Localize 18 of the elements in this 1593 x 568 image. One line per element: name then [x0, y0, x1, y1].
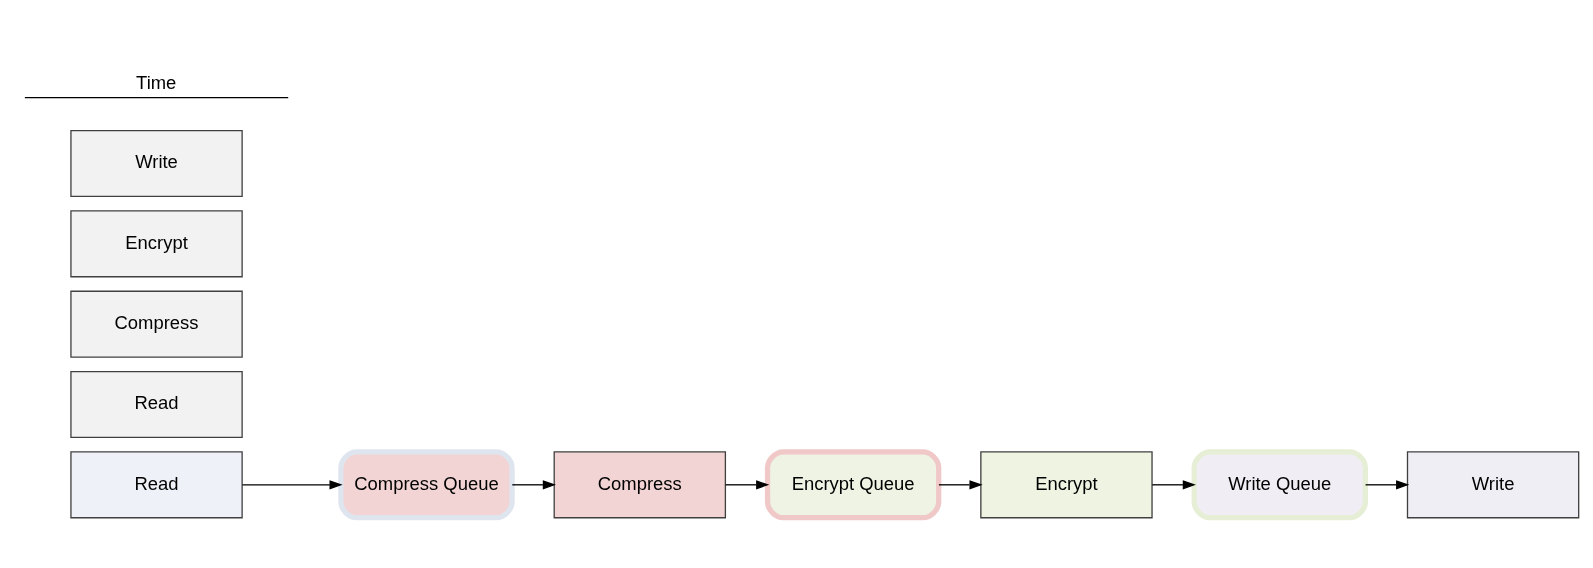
label: Time: [136, 71, 177, 93]
arrow: [724, 480, 770, 490]
node-box: Compress Queue: [338, 449, 515, 521]
node-box: Encrypt: [980, 451, 1153, 519]
node-box: Compress: [553, 451, 727, 519]
arrow: [1364, 480, 1410, 490]
node-box: Encrypt Queue: [764, 449, 942, 521]
node-box: Write: [1406, 451, 1580, 519]
node-box: Compress: [70, 290, 243, 358]
node-box: Write Queue: [1191, 449, 1368, 521]
arrow: [938, 480, 983, 490]
node-box: Write: [70, 129, 243, 198]
node-box: Encrypt: [70, 210, 243, 278]
node-box: Read: [70, 451, 243, 519]
node-box: Read: [70, 370, 243, 439]
arrow: [241, 480, 343, 490]
arrow: [511, 480, 556, 490]
arrow: [1151, 480, 1196, 490]
